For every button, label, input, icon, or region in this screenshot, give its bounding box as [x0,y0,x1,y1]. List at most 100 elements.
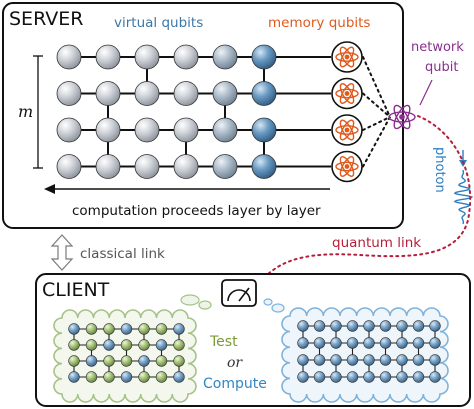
lattice-qubit [346,320,359,332]
lattice-qubit [103,339,115,351]
virtual-qubit [251,44,277,70]
virtual-qubit [56,81,82,106]
virtual-qubit [251,117,277,143]
virtual-qubit [251,81,277,106]
virtual-qubit [56,117,82,143]
lattice-qubit [68,355,80,367]
lattice-qubit [412,337,425,349]
lattice-qubit [103,355,115,367]
compute-lattice [297,320,441,383]
m-dimension-bracket [33,55,43,169]
lattice-qubit [173,339,185,351]
test-lattice [68,323,185,383]
m-label: m [18,102,33,121]
test-label: Test [209,334,238,350]
or-label: or [227,355,243,371]
virtual-qubit [56,44,82,70]
virtual-qubit [95,81,121,106]
virtual-qubits-label: virtual qubits [114,15,203,31]
lattice-qubit [313,320,326,332]
virtual-qubit [173,81,199,106]
lattice-qubit [155,355,168,367]
thought-bubbles-right [263,298,285,313]
memory-qubits-label: memory qubits [268,15,370,31]
lattice-qubit [379,371,392,383]
thought-bubbles-left [180,294,212,310]
virtual-qubit [173,154,199,179]
lattice-qubit [363,320,375,332]
lattice-qubit [396,320,408,332]
lattice-qubit [429,354,441,366]
atom-icon [335,46,359,68]
lattice-qubit [155,323,168,335]
memory-network-dotted-links [362,56,391,168]
lattice-qubit [313,354,326,366]
quantum-link-path [261,115,472,281]
dotted-link [362,56,391,118]
lattice-qubit [138,371,150,383]
lattice-qubit [363,337,375,349]
lattice-qubit [330,371,342,383]
virtual-qubit [95,44,121,70]
network-qubit-pointer [419,79,433,106]
virtual-qubit [251,154,277,179]
atom-icon [335,119,359,141]
lattice-qubit [346,371,359,383]
virtual-qubit [95,117,121,143]
computation-label: computation proceeds layer by layer [72,203,321,219]
lattice-qubit [330,337,342,349]
lattice-qubit [173,355,185,367]
lattice-qubit [313,371,326,383]
computation-arrow [44,184,330,194]
lattice-qubit [363,354,375,366]
network-qubit-icon [388,104,416,130]
double-arrow-icon [50,234,74,271]
lattice-qubit [103,323,115,335]
lattice-qubit [330,320,342,332]
lattice-qubit [138,339,150,351]
network-qubit-label-line1: network [411,40,464,55]
lattice-qubit [412,354,425,366]
virtual-qubit [212,154,238,179]
lattice-qubit [396,371,408,383]
atom-icon [335,156,359,177]
memory-qubit-column [331,41,363,183]
virtual-qubit [212,81,238,106]
virtual-qubit [173,44,199,70]
lattice-qubit [346,337,359,349]
compute-label: Compute [203,376,267,392]
lattice-qubit [120,371,133,383]
lattice-qubit [429,371,441,383]
lattice-qubit [85,323,98,335]
server-title: SERVER [9,8,83,30]
lattice-qubit [120,323,133,335]
lattice-qubit [120,355,133,367]
lattice-qubit [297,354,309,366]
lattice-qubit [412,371,425,383]
dotted-link [362,92,391,118]
lattice-qubit [379,354,392,366]
virtual-qubit [134,117,160,143]
client-title: CLIENT [42,279,110,301]
virtual-qubit [95,154,121,179]
virtual-qubit [134,154,160,179]
lattice-qubit [138,323,150,335]
lattice-qubit [138,355,150,367]
virtual-qubit [212,117,238,143]
virtual-qubit [212,44,238,70]
photon-label: photon [432,147,447,193]
lattice-qubit [85,371,98,383]
lattice-qubit [396,354,408,366]
lattice-qubit [68,371,80,383]
virtual-qubit [173,117,199,143]
virtual-qubit [134,81,160,106]
dotted-link [362,116,391,131]
virtual-qubit-grid [56,44,277,179]
virtual-qubit [56,154,82,179]
lattice-qubit [297,371,309,383]
lattice-qubit [379,320,392,332]
lattice-qubit [297,337,309,349]
lattice-qubit [173,371,185,383]
lattice-qubit [297,320,309,332]
